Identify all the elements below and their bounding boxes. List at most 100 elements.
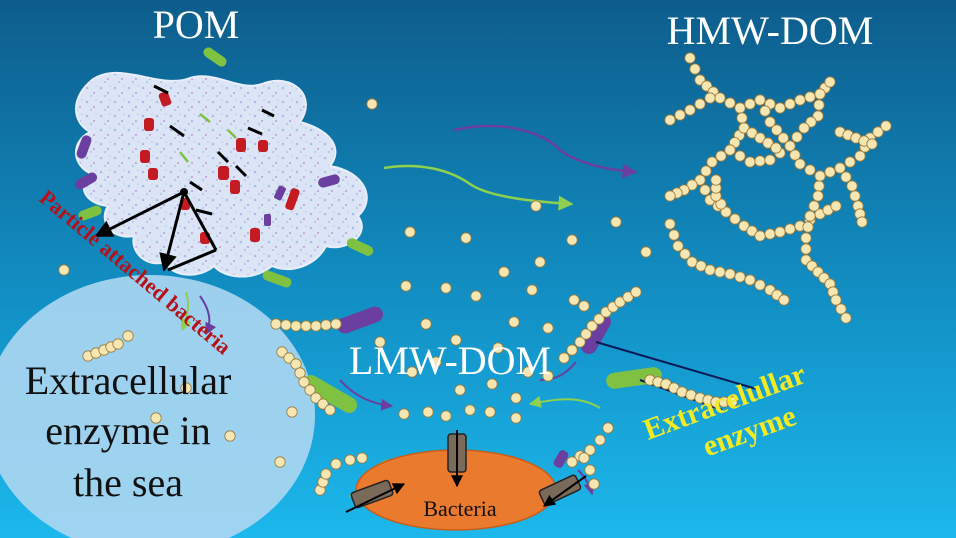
monomer-bead	[738, 220, 750, 232]
monomer-bead	[310, 320, 322, 332]
monomer-bead	[664, 190, 676, 202]
monomer-bead	[484, 406, 496, 418]
monomer-bead	[566, 344, 578, 356]
monomer-bead	[774, 102, 786, 114]
monomer-bead	[470, 290, 482, 302]
monomer-bead	[744, 156, 756, 168]
monomer-bead	[866, 138, 878, 150]
monomer-bead	[578, 300, 590, 312]
monomer-bead	[834, 162, 846, 174]
monomer-bead	[764, 154, 776, 166]
monomer-bead	[764, 228, 776, 240]
monomer-bead	[754, 94, 766, 106]
monomer-bead	[566, 234, 578, 246]
monomer-bead	[460, 232, 472, 244]
monomer-bead	[568, 294, 580, 306]
monomer-bead	[440, 410, 452, 422]
monomer-bead	[800, 232, 812, 244]
monomer-bead	[808, 200, 820, 212]
monomer-bead	[746, 127, 758, 139]
monomer-bead	[789, 149, 801, 161]
monomer-bead	[812, 190, 824, 202]
monomer-bead	[450, 334, 462, 346]
monomer-bead	[464, 404, 476, 416]
monomer-bead	[804, 164, 816, 176]
monomer-bead	[558, 352, 570, 364]
monomer-bead	[422, 406, 434, 418]
monomer-bead	[764, 116, 776, 128]
monomer-bead	[344, 454, 356, 466]
monomer-bead	[846, 180, 858, 192]
monomer-bead	[614, 296, 626, 308]
monomer-bead	[802, 221, 814, 233]
monomer-bead	[777, 132, 789, 144]
monomer-bead	[694, 98, 706, 110]
monomer-bead	[510, 412, 522, 424]
monomer-bead	[724, 144, 736, 156]
monomer-bead	[794, 94, 806, 106]
monomer-bead	[398, 408, 410, 420]
bacteria-label: Bacteria	[423, 496, 497, 521]
monomer-bead	[794, 158, 806, 170]
monomer-bead	[849, 190, 861, 202]
monomer-bead	[746, 225, 758, 237]
monomer-bead	[530, 200, 542, 212]
monomer-beads	[58, 52, 892, 496]
monomer-bead	[274, 456, 286, 468]
monomer-bead	[729, 213, 741, 225]
monomer-bead	[674, 109, 686, 121]
sea-label-line1: Extracellular	[25, 358, 232, 403]
monomer-bead	[440, 282, 452, 294]
monomer-bead	[602, 422, 614, 434]
monomer-bead	[122, 330, 134, 342]
monomer-bead	[510, 392, 522, 404]
monomer-bead	[856, 216, 868, 228]
monomer-bead	[762, 137, 774, 149]
monomer-bead	[578, 452, 590, 464]
monomer-bead	[320, 319, 332, 331]
monomer-bead	[835, 303, 847, 315]
monomer-bead	[588, 478, 600, 490]
monomer-bead	[840, 312, 852, 324]
monomer-bead	[704, 92, 716, 104]
monomer-bead	[498, 266, 510, 278]
monomer-bead	[542, 370, 554, 382]
monomer-bead	[270, 318, 282, 330]
monomer-bead	[784, 140, 796, 152]
monomer-bead	[830, 200, 842, 212]
monomer-bead	[774, 226, 786, 238]
monomer-bead	[622, 291, 634, 303]
monomer-bead	[300, 320, 312, 332]
monomer-bead	[754, 132, 766, 144]
monomer-bead	[689, 63, 701, 75]
monomer-bead	[813, 99, 825, 111]
monomer-bead	[406, 366, 418, 378]
monomer-bead	[814, 88, 826, 100]
monomer-bead	[290, 320, 302, 332]
hmw-dom-title: HMW-DOM	[667, 8, 874, 53]
monomer-bead	[630, 286, 642, 298]
attachment-arrows	[94, 188, 218, 272]
monomer-bead	[594, 434, 606, 446]
monomer-bead	[734, 102, 746, 114]
monomer-bead	[180, 382, 192, 394]
monomer-bead	[734, 150, 746, 162]
monomer-bead	[640, 246, 652, 258]
monomer-bead	[844, 156, 856, 168]
monomer-bead	[724, 97, 736, 109]
monomer-bead	[400, 280, 412, 292]
monomer-bead	[374, 336, 386, 348]
lmw-dom-title: LMW-DOM	[349, 338, 551, 383]
monomer-bead	[704, 264, 716, 276]
monomer-bead	[112, 338, 124, 350]
monomer-bead	[830, 294, 842, 306]
monomer-bead	[586, 320, 598, 332]
monomer-bead	[824, 76, 836, 88]
monomer-bead	[813, 180, 825, 192]
monomer-bead	[706, 156, 718, 168]
monomer-bead	[840, 171, 852, 183]
monomer-bead	[686, 179, 698, 191]
monomer-bead	[814, 170, 826, 182]
